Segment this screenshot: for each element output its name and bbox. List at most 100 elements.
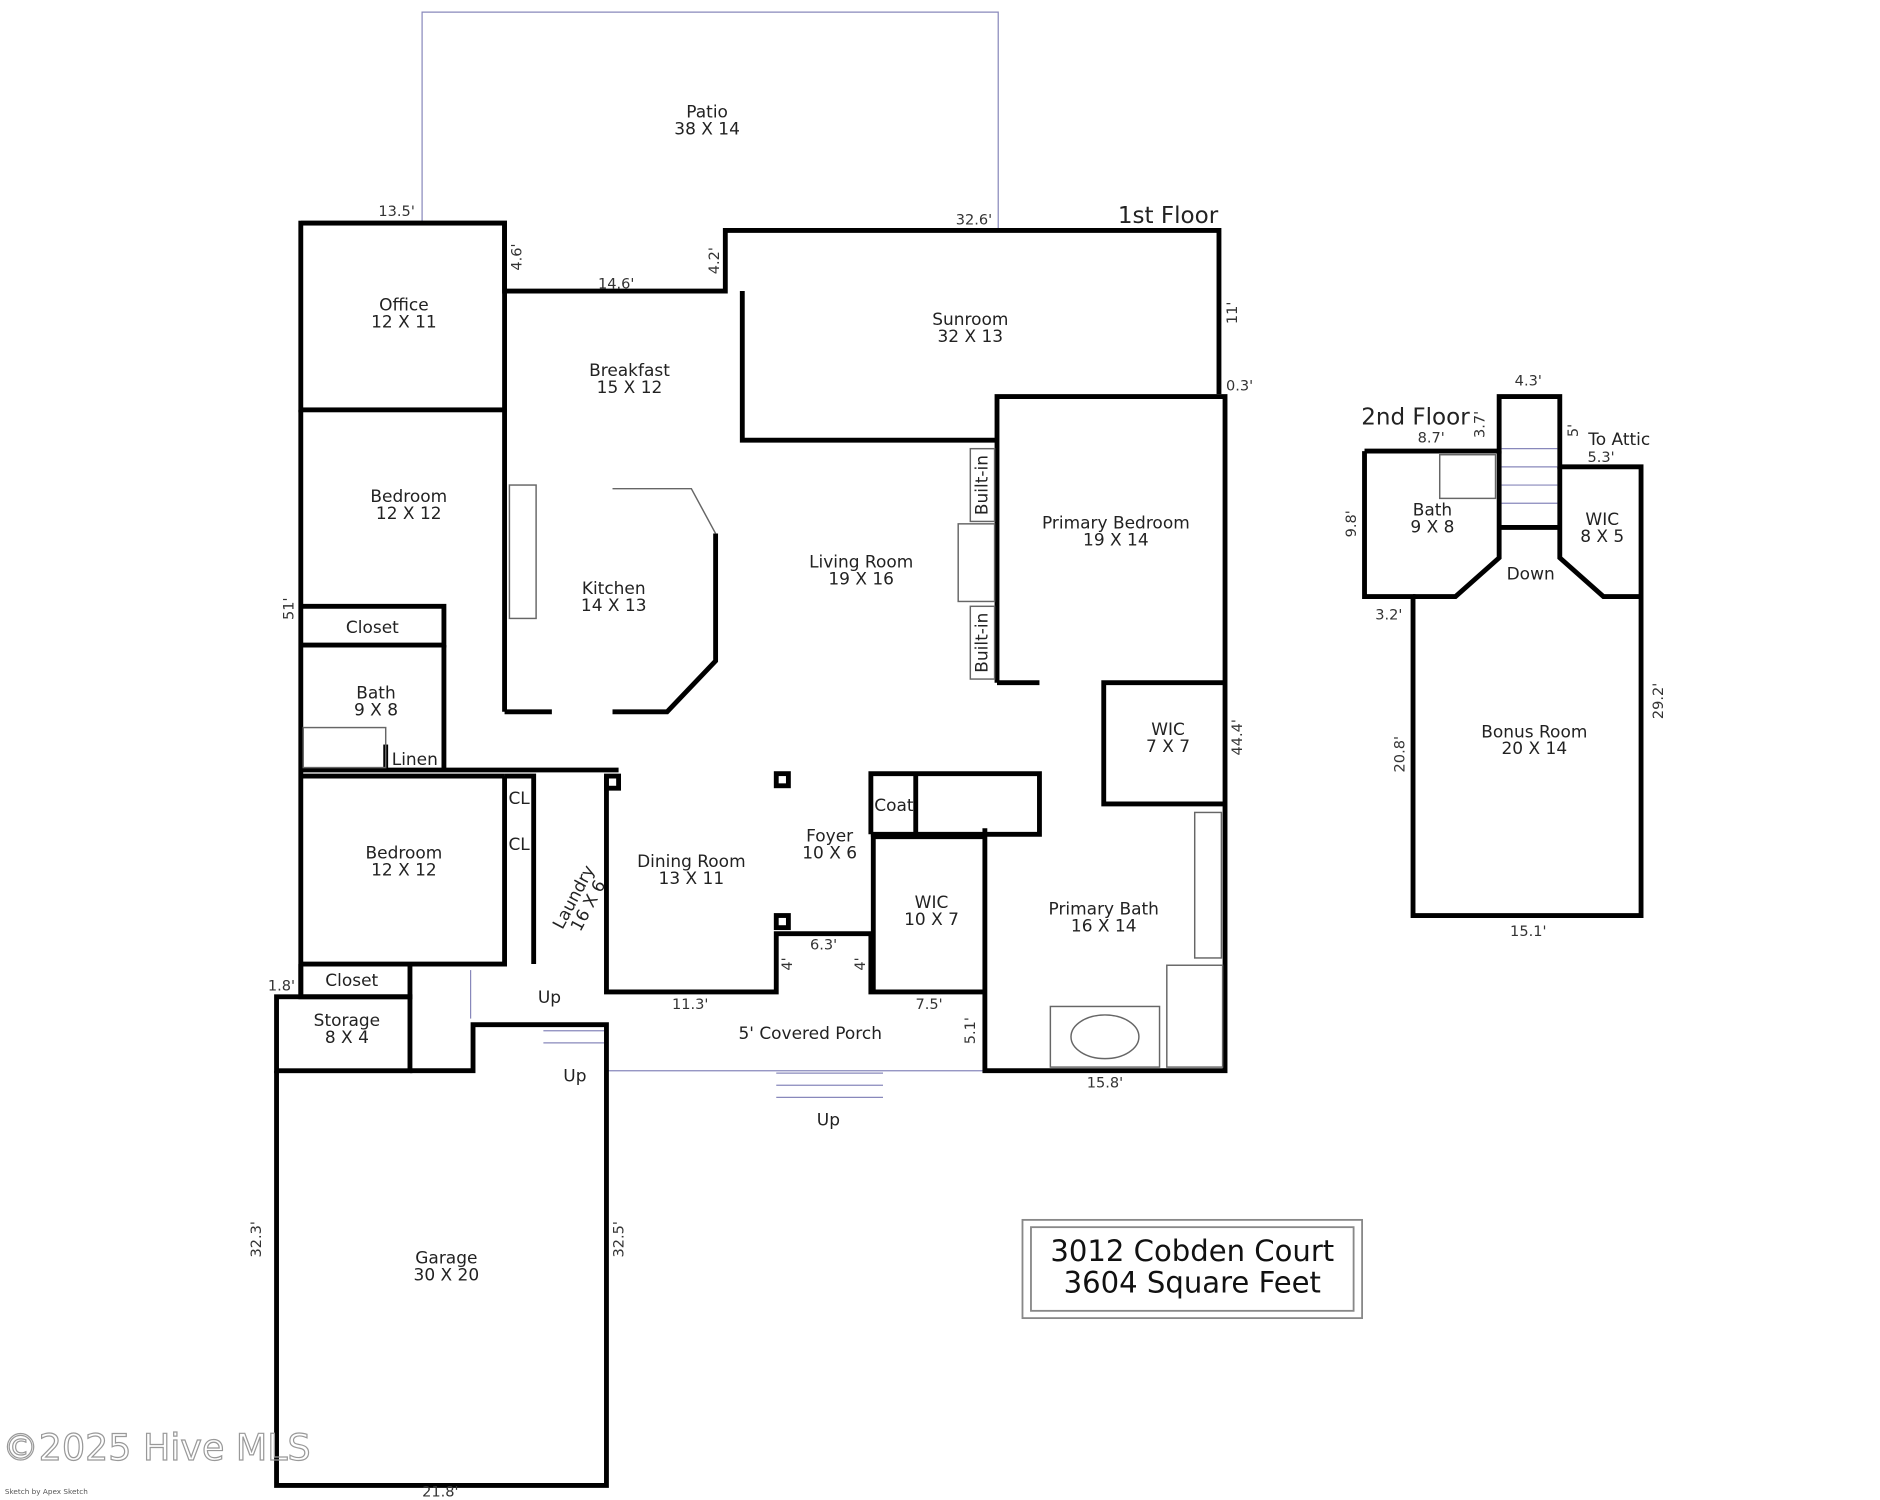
fixture-label: Built-in [972,613,992,673]
address-text: 3012 Cobden Court [1050,1234,1334,1268]
fixture-label: Closet [325,971,378,991]
room-name: Primary Bath [1049,899,1159,919]
room-name: Sunroom [932,310,1008,330]
fixture-label: CL [508,835,530,855]
dimension-label: 5.1' [962,1017,979,1044]
room-dimensions: 30 X 20 [414,1266,480,1286]
room-name: Foyer [806,827,853,847]
first-floor-walls [274,220,1228,1488]
dimension-label: 6.3' [810,936,837,953]
fixture-label: Up [817,1110,840,1130]
dimension-label: 20.8' [1392,736,1409,772]
room-dimensions: 19 X 16 [828,569,894,589]
room-dimensions: 19 X 14 [1083,531,1149,551]
first-floor-label: 1st Floor [1118,203,1219,229]
room-name: Primary Bedroom [1042,514,1190,534]
dimension-label: 13.5' [378,203,414,220]
room-dimensions: 13 X 11 [659,869,725,889]
room-dimensions: 15 X 12 [597,378,663,398]
dimension-label: 4.3' [1515,373,1542,390]
dimension-label: 51' [281,597,298,620]
fixture-labels: ClosetClosetLinenCLCLCoatBuilt-inBuilt-i… [325,430,1650,1130]
room-name: Bonus Room [1481,722,1587,742]
room-dimensions: 14 X 13 [581,596,647,616]
dimension-label: 8.7' [1418,430,1445,447]
dimension-label: 11' [1224,302,1241,325]
dimension-label: 4' [779,957,796,970]
dimension-label: 32.5' [610,1221,627,1257]
fixture-label: Linen [392,750,438,770]
fixture-label: Up [563,1067,586,1087]
room-name: Garage [415,1249,477,1269]
watermark: ©2025 Hive MLS [2,1426,310,1469]
second-floor-walls [1362,394,1644,918]
room-name: Bedroom [370,487,447,507]
room-dimensions: 12 X 11 [371,312,437,332]
fixture-label: Coat [874,796,914,816]
room-dimensions: 8 X 5 [1580,527,1624,547]
room-dimensions: 20 X 14 [1502,739,1568,759]
dimension-label: 3.2' [1375,607,1402,624]
room-dimensions: 9 X 8 [1410,517,1454,537]
room-name: Bath [1413,500,1452,520]
room-dimensions: 10 X 6 [802,844,857,864]
dimension-label: 0.3' [1226,377,1253,394]
dimension-label: 32.3' [248,1221,265,1257]
dimension-label: 14.6' [598,276,634,293]
fixture-label: Closet [346,618,399,638]
room-dimensions: 12 X 12 [371,861,437,881]
room-dimensions: 38 X 14 [674,120,740,140]
fixture-label: CL [508,789,530,809]
room-name: WIC [915,893,949,913]
dimension-label: 5.3' [1587,449,1614,466]
dimension-label: 4.2' [706,247,723,274]
room-name: Kitchen [582,579,646,599]
dimension-label: 44.4' [1229,719,1246,755]
area-text: 3604 Square Feet [1064,1266,1321,1300]
room-dimensions: 8 X 4 [325,1028,369,1048]
dimension-label: 4.6' [509,244,526,271]
room-dimensions: 32 X 13 [938,327,1004,347]
room-name: Office [379,295,429,315]
dimension-label: 11.3' [672,996,708,1013]
fixture-label: Down [1507,565,1555,585]
stairs-icon [470,448,1558,1099]
fixtures [302,447,1558,1099]
room-dimensions: 9 X 8 [354,700,398,720]
room-name: Storage [314,1011,380,1031]
credit-text: Sketch by Apex Sketch [5,1487,88,1496]
dimension-label: 32.6' [956,211,992,228]
room-dimensions: 10 X 7 [904,910,959,930]
dimension-label: 15.1' [1510,923,1546,940]
room-name: Dining Room [637,852,746,872]
dimension-label: 4' [852,957,869,970]
fixture-label: Up [538,988,561,1008]
fixture-label: 5' Covered Porch [738,1024,882,1044]
fixture-label: To Attic [1587,430,1650,450]
dimension-label: 3.7' [1472,411,1489,438]
room-name: WIC [1585,510,1619,530]
title-box: 3012 Cobden Court 3604 Square Feet [1021,1218,1363,1320]
room-dimensions: 12 X 12 [376,504,442,524]
dimension-labels: 13.5' 4.6' 14.6' 4.2' 32.6' 11' 0.3' 51' 1.8' 44.… [248,203,1667,1500]
room-name: Living Room [809,553,913,573]
patio-outline [421,11,999,1072]
dimension-label: 5' [1565,424,1582,437]
dimension-label: 29.2' [1650,683,1667,719]
dimension-label: 15.8' [1087,1075,1123,1092]
room-name: Breakfast [589,361,670,381]
dimension-label: 1.8' [268,978,295,995]
room-name: WIC [1151,720,1185,740]
second-floor-label: 2nd Floor [1361,404,1470,430]
dimension-label: 7.5' [916,996,943,1013]
room-name: Bedroom [366,844,443,864]
room-name: Patio [686,103,728,123]
fixture-label: Built-in [972,455,992,515]
room-dimensions: 16 X 14 [1071,916,1137,936]
room-name: Bath [356,683,395,703]
dimension-label: 9.8' [1343,510,1360,537]
room-dimensions: 7 X 7 [1146,737,1190,757]
dimension-label: 21.8' [422,1483,458,1500]
